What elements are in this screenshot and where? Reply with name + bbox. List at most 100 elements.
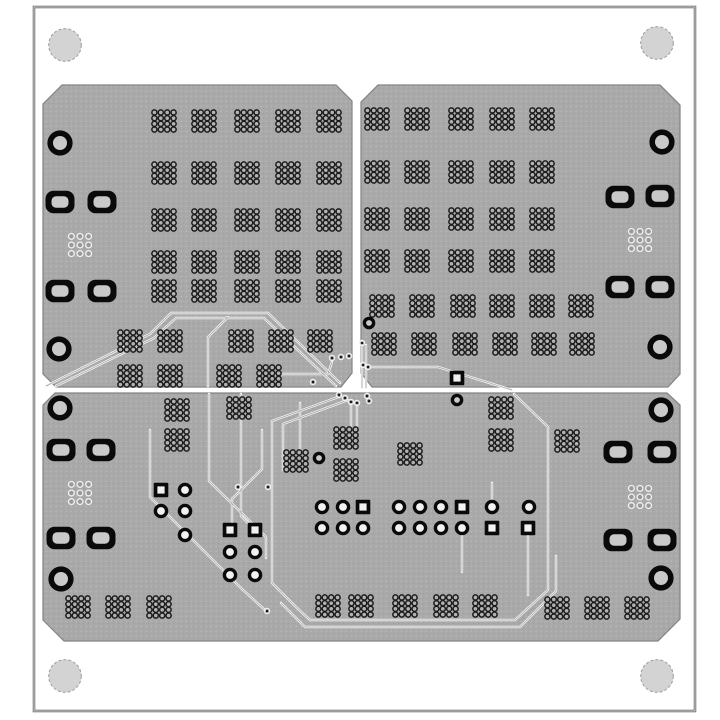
via <box>234 290 241 298</box>
via <box>163 381 171 388</box>
via <box>294 284 301 292</box>
via <box>544 607 551 615</box>
via <box>575 332 583 339</box>
via <box>381 305 389 313</box>
via <box>404 160 411 167</box>
via <box>550 607 558 615</box>
via <box>136 346 143 353</box>
via <box>535 266 543 273</box>
via <box>197 250 205 257</box>
via <box>240 284 248 292</box>
via <box>307 334 314 342</box>
via <box>397 459 404 466</box>
via <box>234 166 241 174</box>
via <box>253 250 260 257</box>
via <box>123 369 131 377</box>
via <box>335 166 342 174</box>
via <box>569 332 576 339</box>
via <box>170 428 178 435</box>
via-cluster <box>316 109 342 133</box>
via <box>398 605 406 613</box>
via <box>574 294 582 301</box>
via <box>454 124 462 131</box>
light-via <box>627 484 635 492</box>
light-via <box>85 250 93 258</box>
via <box>216 381 223 388</box>
oval-pad <box>645 184 675 208</box>
via <box>326 340 333 348</box>
via <box>326 329 333 336</box>
via-cluster <box>316 208 342 232</box>
via <box>294 208 301 215</box>
via <box>491 594 498 601</box>
via <box>268 381 276 388</box>
via <box>117 375 124 383</box>
light-via <box>627 227 635 235</box>
via <box>563 607 570 615</box>
via <box>531 349 538 356</box>
via-cluster <box>275 279 301 303</box>
via <box>163 109 171 116</box>
trace-core <box>55 317 337 387</box>
via <box>489 171 496 179</box>
via <box>287 290 295 298</box>
via <box>489 294 496 301</box>
via <box>467 112 474 120</box>
square-pad <box>520 520 536 536</box>
via <box>537 337 545 345</box>
via <box>345 426 353 433</box>
square-pad <box>449 370 465 386</box>
light-via <box>67 232 75 240</box>
trace-core <box>282 399 349 470</box>
via <box>157 213 165 221</box>
via <box>508 118 515 126</box>
via <box>191 267 198 274</box>
via <box>511 343 518 351</box>
via <box>636 596 644 603</box>
via <box>529 305 536 313</box>
via <box>541 112 549 120</box>
via <box>488 433 495 441</box>
via <box>416 218 424 226</box>
via <box>529 165 536 173</box>
via <box>398 599 406 607</box>
via <box>71 600 79 608</box>
via <box>315 599 322 607</box>
via <box>234 161 241 168</box>
via <box>210 213 217 221</box>
via <box>281 161 289 168</box>
via <box>287 219 295 227</box>
via <box>423 112 430 120</box>
via <box>240 161 248 168</box>
via <box>550 596 558 603</box>
circle-pad-hole <box>251 571 259 579</box>
via <box>383 249 390 256</box>
via <box>573 434 580 442</box>
via <box>580 294 588 301</box>
circle-pad-hole <box>395 524 403 532</box>
via <box>238 407 246 415</box>
trace-via <box>337 353 345 361</box>
circle-pad-hole <box>339 524 347 532</box>
via <box>157 161 165 168</box>
via <box>383 160 390 167</box>
via <box>165 606 172 614</box>
via <box>294 296 301 303</box>
oval-pad-slot <box>651 190 669 202</box>
via <box>222 369 230 377</box>
via <box>454 254 462 262</box>
via <box>164 445 171 452</box>
oval-pad-slot <box>653 534 671 546</box>
via <box>484 599 492 607</box>
via <box>170 398 178 405</box>
light-via <box>645 245 653 253</box>
via <box>333 475 340 482</box>
light-via <box>627 245 635 253</box>
via <box>123 346 131 353</box>
via <box>203 261 211 269</box>
via <box>240 120 248 128</box>
board-sections <box>42 84 681 642</box>
via <box>416 249 424 256</box>
via <box>489 124 496 131</box>
via <box>169 369 177 377</box>
